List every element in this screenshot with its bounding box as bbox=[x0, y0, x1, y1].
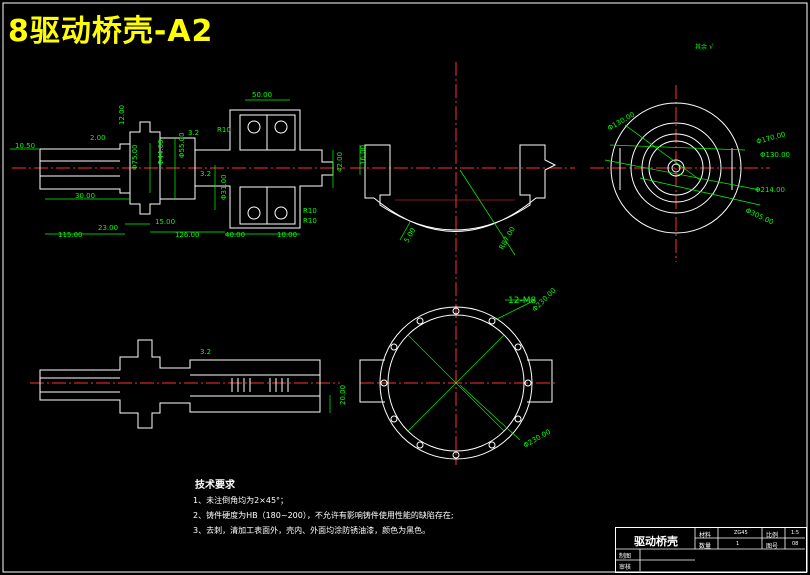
dim-r10-a: R10 bbox=[217, 126, 231, 134]
dim-30-00: 30.00 bbox=[75, 192, 95, 200]
flange-lug-left bbox=[359, 359, 385, 403]
scale-label: 比例 bbox=[766, 532, 779, 539]
bolt-hole-icon bbox=[452, 307, 460, 315]
tech-item-1: 1、未注倒角均为2×45°； bbox=[193, 496, 289, 505]
dim-50-00: 50.00 bbox=[252, 91, 272, 99]
flange-inner bbox=[387, 314, 525, 452]
bolt-hole-icon bbox=[380, 379, 388, 387]
dim-phi55: Φ55.00 bbox=[178, 132, 186, 158]
tech-heading: 技术要求 bbox=[195, 480, 235, 491]
dim-20-00: 20.00 bbox=[339, 385, 347, 405]
bolt-hole-icon bbox=[390, 415, 398, 423]
bottom-view-outline bbox=[39, 339, 321, 429]
bolt-holes bbox=[380, 307, 532, 459]
dim-phi170: Φ170.00 bbox=[755, 130, 786, 145]
dimension-labels: 10.50 2.00 12.00 50.00 R10 R10 R10 30.00… bbox=[15, 43, 790, 450]
circle-d130 bbox=[648, 140, 704, 196]
dim-10-50: 10.50 bbox=[15, 142, 35, 150]
flange-outer bbox=[379, 306, 533, 460]
draw-label: 制图 bbox=[619, 553, 632, 560]
qty-label: 数量 bbox=[699, 543, 712, 550]
check-label: 审核 bbox=[619, 564, 632, 571]
circle-d214 bbox=[630, 122, 722, 214]
dim-phi305: Φ305.00 bbox=[744, 207, 775, 227]
dim-12-m8: 12-M8 bbox=[508, 296, 536, 306]
qty-value: 1 bbox=[736, 541, 740, 547]
dim-r87: R87.00 bbox=[498, 226, 517, 252]
dim-phi130-top: Φ130.00 bbox=[606, 111, 636, 133]
dim-40-00: 40.00 bbox=[225, 231, 245, 239]
surface-3-2-c: 3.2 bbox=[200, 348, 211, 356]
bolt-hole-icon bbox=[247, 120, 261, 134]
dim-23-00: 23.00 bbox=[98, 224, 118, 232]
bolt-hole-icon bbox=[416, 317, 424, 325]
dim-phi214: Φ214.00 bbox=[755, 186, 785, 194]
dim-42-00: 42.00 bbox=[336, 152, 344, 172]
dim-5-00: 5.00 bbox=[403, 227, 418, 245]
front-view bbox=[10, 99, 345, 235]
dim-2-00: 2.00 bbox=[90, 134, 106, 142]
side-section-outline bbox=[364, 144, 557, 232]
check-icon: √ bbox=[709, 43, 714, 51]
dim-10-00: 10.00 bbox=[277, 231, 297, 239]
front-view-outline bbox=[39, 109, 334, 229]
material-label: 材料 bbox=[699, 532, 712, 539]
surface-3-2-a: 3.2 bbox=[188, 129, 199, 137]
scale-value: 1:5 bbox=[791, 530, 800, 536]
dim-126-00: 126.00 bbox=[175, 231, 200, 239]
bolt-hole-icon bbox=[274, 120, 288, 134]
bolt-hole-icon bbox=[488, 317, 496, 325]
dim-phi44: Φ44.00 bbox=[157, 139, 165, 165]
circle-d305 bbox=[610, 102, 742, 234]
drawing-no-value: 08 bbox=[792, 541, 799, 547]
drawing-title: 8驱动桥壳-A2 bbox=[8, 14, 214, 49]
dim-16-00: 16.00 bbox=[359, 145, 367, 165]
part-name: 驱动桥壳 bbox=[634, 535, 678, 548]
bolt-hole-icon bbox=[416, 441, 424, 449]
surface-finish-note: 其余 bbox=[695, 43, 707, 51]
dim-phi230-b: Φ230.00 bbox=[522, 428, 552, 450]
material-value: ZG45 bbox=[734, 530, 748, 536]
drawing-no-label: 图号 bbox=[766, 543, 779, 550]
dim-phi130-b: Φ130.00 bbox=[760, 151, 790, 159]
surface-3-2-b: 3.2 bbox=[200, 170, 211, 178]
technical-requirements: 技术要求 1、未注倒角均为2×45°； 2、铸件硬度为HB（180~200），不… bbox=[193, 478, 454, 538]
bolt-hole-icon bbox=[514, 343, 522, 351]
dim-12-00: 12.00 bbox=[118, 105, 126, 125]
tech-item-3: 3、去刺，清加工表面外，壳内、外面均涂防锈油漆，颜色为黑色。 bbox=[193, 526, 431, 535]
dim-phi75: Φ75.00 bbox=[131, 144, 139, 170]
side-section-view bbox=[350, 62, 575, 465]
flange-view bbox=[359, 299, 555, 460]
dim-r10-c: R10 bbox=[303, 217, 317, 225]
dim-15-00: 15.00 bbox=[155, 218, 175, 226]
bolt-hole-icon bbox=[390, 343, 398, 351]
diag-line-b bbox=[407, 334, 505, 432]
end-flat-sides bbox=[619, 148, 733, 190]
bolt-hole-icon bbox=[247, 206, 261, 220]
end-view bbox=[590, 85, 770, 262]
bolt-hole-icon bbox=[514, 415, 522, 423]
dim-r10-b: R10 bbox=[303, 207, 317, 215]
title-block: 驱动桥壳 材料 ZG45 比例 1:5 数量 1 图号 08 制图 审核 bbox=[615, 527, 807, 573]
bolt-hole-icon bbox=[274, 206, 288, 220]
circle-d170 bbox=[641, 133, 711, 203]
dim-phi31: Φ31.00 bbox=[220, 174, 228, 200]
title-block-grid bbox=[615, 527, 805, 571]
bolt-hole-icon bbox=[488, 441, 496, 449]
flange-lug-right bbox=[527, 359, 553, 403]
dim-115-00: 115.00 bbox=[58, 231, 83, 239]
bolt-hole-icon bbox=[524, 379, 532, 387]
tech-item-2: 2、铸件硬度为HB（180~200），不允许有影响铸件使用性能的缺陷存在; bbox=[193, 511, 454, 520]
bottom-view bbox=[30, 339, 340, 429]
bolt-hole-icon bbox=[452, 451, 460, 459]
circle-core bbox=[671, 163, 681, 173]
